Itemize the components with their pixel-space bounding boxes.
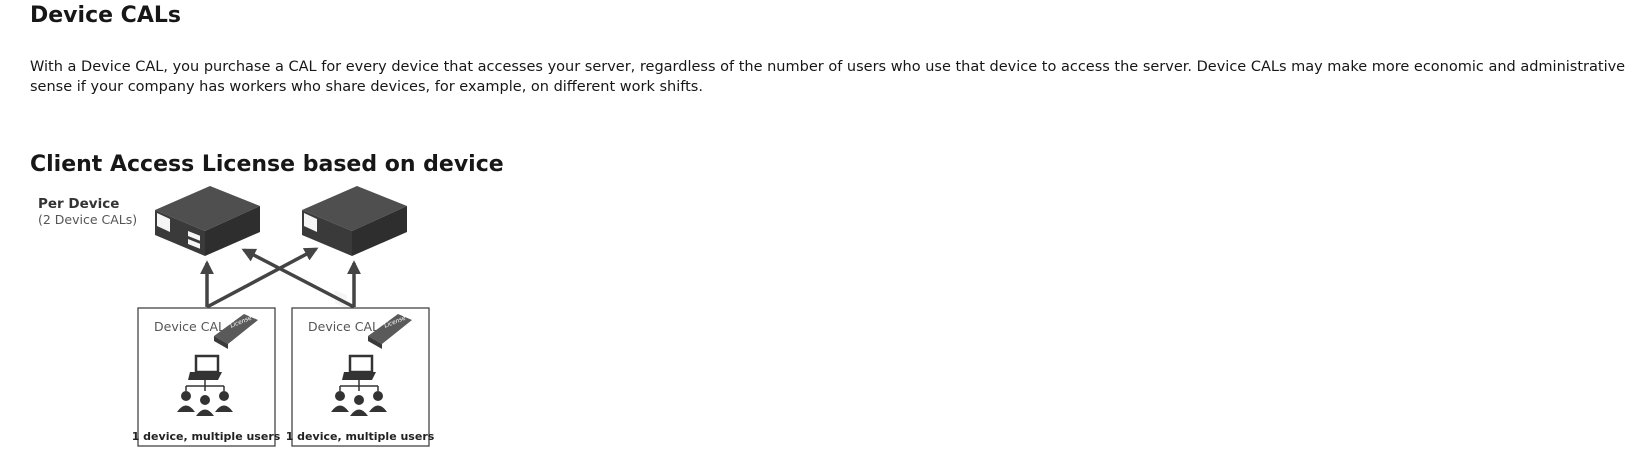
laptop-icon — [342, 354, 376, 380]
mode-subtitle: (2 Device CALs) — [38, 212, 137, 227]
page-title: Device CALs — [30, 3, 181, 28]
intro-paragraph: With a Device CAL, you purchase a CAL fo… — [30, 59, 1626, 95]
device-cal-caption: 1 device, multiple users — [132, 430, 281, 443]
device-cal-label: Device CAL — [154, 319, 225, 334]
device-cal-box: Device CAL License 1 device, multiple us… — [286, 307, 435, 447]
device-cal-label: Device CAL — [308, 319, 379, 334]
users-icon — [331, 380, 387, 416]
server-icon — [155, 186, 260, 256]
connection-arrows — [200, 247, 361, 309]
device-cal-caption: 1 device, multiple users — [286, 430, 435, 443]
mode-title: Per Device — [38, 196, 119, 212]
device-cal-box: Device CAL License 1 device, multiple us… — [132, 307, 281, 447]
users-icon — [177, 380, 233, 416]
section-title: Client Access License based on device — [30, 152, 504, 177]
server-icon — [302, 186, 407, 309]
laptop-icon — [188, 354, 222, 380]
